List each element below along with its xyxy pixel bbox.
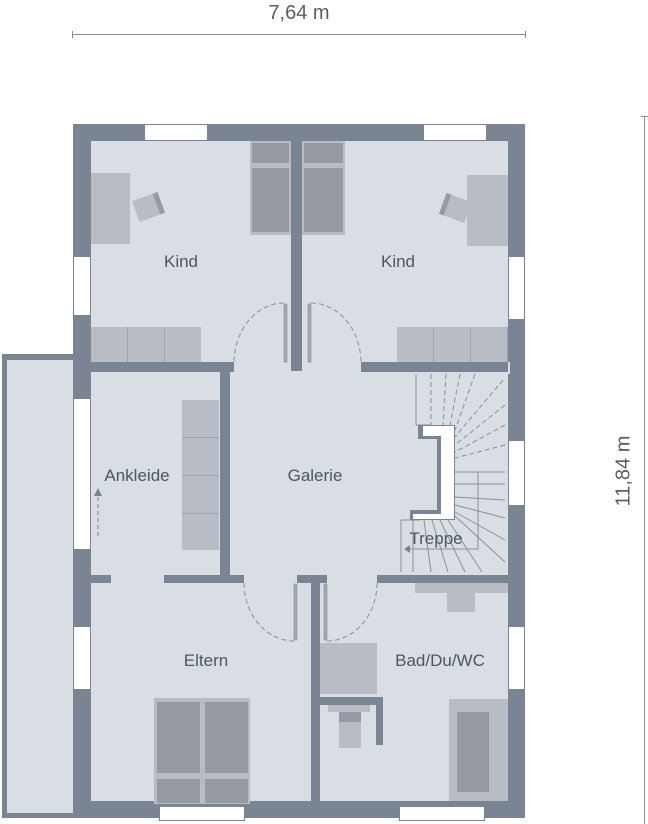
- door-leaf-bad: [323, 583, 328, 641]
- window-eltern-side: [73, 626, 91, 690]
- bed-kind-left-mattress: [252, 168, 289, 232]
- room-galerie: [230, 362, 415, 575]
- bed-kind-right-pillow: [304, 143, 343, 163]
- wall-bad-top: [377, 575, 508, 583]
- height-dimension-line: [644, 116, 645, 824]
- window-eltern-bottom: [159, 806, 245, 821]
- wall-kind-left-bottom: [91, 362, 234, 372]
- wall-door-stub: [297, 575, 326, 583]
- wall-ankleide-bottom-b: [164, 575, 244, 583]
- window-kind-left-side: [73, 256, 91, 316]
- galerie-to-eltern-opening: [110, 575, 165, 585]
- wc-wall-top: [320, 697, 383, 705]
- wall-eltern-bad: [311, 575, 320, 801]
- door-leaf-eltern: [293, 583, 298, 641]
- dimension-tick: [641, 116, 648, 117]
- wc-bowl: [339, 722, 361, 748]
- bed-eltern-left-foot: [157, 779, 200, 803]
- window-bad-bottom: [399, 806, 485, 821]
- vanity-counter: [415, 583, 508, 593]
- width-dimension-line: [72, 34, 526, 35]
- wall-ankleide-right: [220, 372, 230, 582]
- dimension-tick: [525, 31, 526, 38]
- bed-eltern-right-mattress: [205, 702, 248, 773]
- room-label-ankleide: Ankleide: [104, 466, 170, 485]
- room-label-bad: Bad/Du/WC: [395, 651, 485, 670]
- wall-kind-right-bottom: [361, 362, 508, 372]
- wc-tank: [328, 705, 370, 712]
- room-label-kind-right: Kind: [380, 252, 416, 271]
- height-dimension: 11,84 m: [600, 116, 648, 824]
- balcony-floor: [7, 360, 73, 813]
- room-label-galerie: Galerie: [287, 466, 343, 485]
- wardrobe-ankleide: [182, 400, 219, 550]
- kind-left-door-gap: [234, 360, 286, 372]
- galerie-to-eltern-door: [244, 575, 298, 585]
- desk-kind-left: [91, 173, 130, 244]
- width-dimension-label: 7,64 m: [268, 2, 330, 24]
- bed-kind-left-pillow: [252, 143, 289, 163]
- washbasin: [447, 593, 475, 612]
- wall-ankleide-bottom-a: [91, 575, 111, 583]
- kind-right-door-gap: [309, 360, 361, 372]
- door-leaf-kind-left: [283, 303, 288, 363]
- galerie-to-bad-door: [327, 575, 377, 585]
- bed-kind-right-mattress: [304, 168, 343, 232]
- dimension-tick: [72, 31, 73, 38]
- window-kind-right-side: [508, 256, 525, 320]
- wardrobe-kind-right: [397, 327, 508, 362]
- room-label-eltern: Eltern: [183, 651, 229, 670]
- room-label-treppe: Treppe: [409, 529, 463, 548]
- bathtub-inner: [457, 712, 489, 792]
- width-dimension: 7,64 m: [72, 0, 526, 42]
- door-leaf-kind-right: [307, 303, 312, 363]
- wc-bowl-top: [339, 712, 361, 722]
- window-bad-side: [508, 626, 525, 690]
- stair-direction-arrow: [404, 545, 410, 553]
- window-treppe-side: [508, 440, 525, 506]
- shower: [320, 643, 377, 694]
- wc-wall-right: [376, 697, 383, 745]
- desk-kind-right: [467, 175, 508, 246]
- room-label-kind-left: Kind: [163, 252, 199, 271]
- window-ankleide-side: [73, 398, 91, 550]
- wardrobe-kind-left: [91, 327, 201, 362]
- window-kind-left-top: [144, 124, 208, 141]
- bed-eltern-right-foot: [205, 779, 248, 803]
- wall-between-kind: [291, 141, 302, 371]
- bed-eltern-left-mattress: [157, 702, 200, 773]
- window-kind-right-top: [423, 124, 487, 141]
